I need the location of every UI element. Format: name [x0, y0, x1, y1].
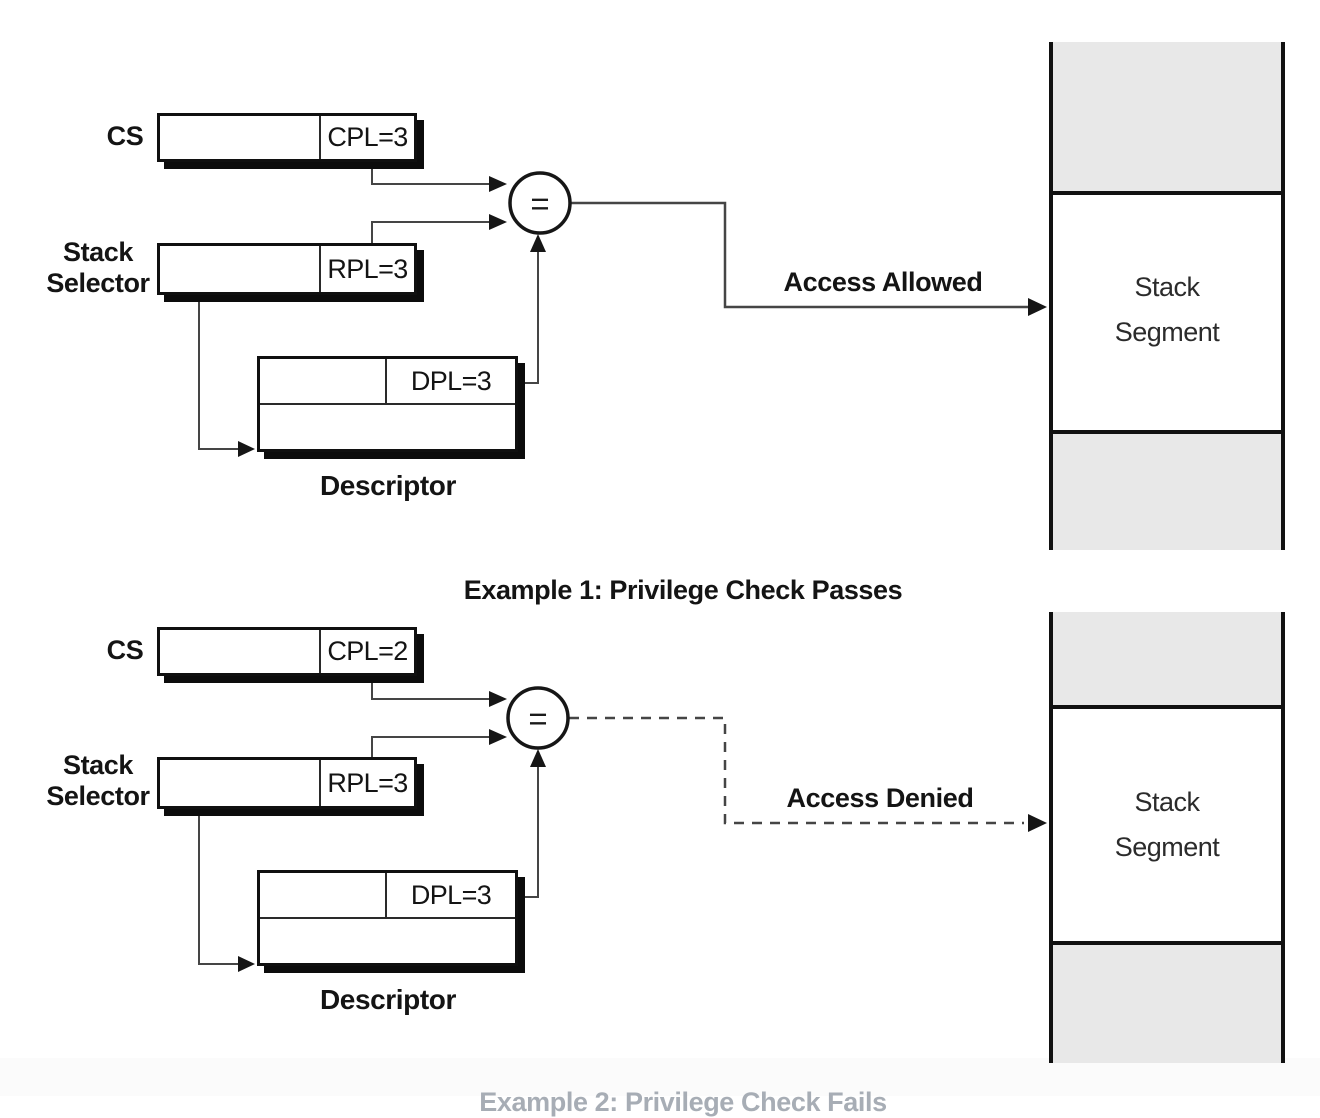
ex1-descriptor-base-cell: [260, 359, 385, 403]
ex1-memory-upper-gray-section: [1053, 42, 1281, 191]
ex1-stack-segment-label-line1: Stack: [1134, 272, 1200, 302]
ex2-cs-register-label: CS: [106, 635, 144, 665]
ex1-dpl-field: DPL=3: [385, 359, 515, 403]
ex2-descriptor-label: Descriptor: [319, 984, 457, 1015]
ex2-stack-selector-box: RPL=3: [157, 757, 417, 809]
ex2-descriptor-box: DPL=3: [257, 870, 518, 966]
ex2-access-denied-arrowhead: [1028, 814, 1047, 832]
ex2-rpl-field: RPL=3: [319, 760, 414, 806]
ex1-selector-to-comparator-line: [371, 221, 490, 245]
ex1-stack-segment-label-line2: Segment: [1114, 317, 1220, 347]
ex1-access-allowed-arrowhead: [1028, 298, 1047, 316]
ex1-stack-selector-box: RPL=3: [157, 243, 417, 295]
ex2-dpl-field: DPL=3: [385, 873, 515, 917]
ex1-comparator-circle: [508, 171, 572, 235]
ex2-descriptor-base-cell: [260, 873, 385, 917]
ex2-descriptor-to-comparator-line: [518, 765, 539, 898]
ex1-memory-column: [1049, 42, 1285, 550]
ex1-memory-lower-gray-section: [1053, 430, 1281, 550]
ex1-descriptor-label: Descriptor: [319, 470, 457, 501]
ex1-cpl-field: CPL=3: [319, 116, 414, 159]
ex1-access-allowed-line: [571, 201, 1029, 309]
ex1-descriptor-entry-arrowhead: [238, 441, 255, 457]
ex1-descriptor-arrowhead: [530, 234, 546, 252]
ex2-descriptor-arrowhead: [530, 749, 546, 767]
ex1-cs-selector-cell: [160, 116, 319, 159]
ex2-cs-to-comparator-line: [371, 678, 490, 700]
ex2-memory-column: [1049, 612, 1285, 1063]
ex1-descriptor-lower-row: [260, 405, 515, 449]
ex2-stack-selector-label-line1: Stack: [62, 750, 134, 780]
ex2-access-denied-dashed-line: [569, 716, 1024, 825]
ex2-selector-arrowhead: [489, 729, 507, 745]
ex2-comparator-circle: [506, 686, 570, 750]
ex1-rpl-field: RPL=3: [319, 246, 414, 292]
ex2-cs-register-box: CPL=2: [157, 627, 417, 676]
ex1-stack-selector-label-line1: Stack: [62, 237, 134, 267]
ex2-stack-segment-label-line1: Stack: [1134, 787, 1200, 817]
ex2-cs-arrowhead: [489, 691, 507, 707]
ex2-access-result-label: Access Denied: [786, 783, 974, 813]
ex1-selector-to-descriptor-line: [198, 297, 238, 450]
figure-caption-example2-clipped: Example 2: Privilege Check Fails: [479, 1087, 887, 1117]
ex2-selector-index-cell: [160, 760, 319, 806]
page-bottom-strip: [0, 1058, 1320, 1096]
figure-caption-example1: Example 1: Privilege Check Passes: [463, 575, 903, 605]
ex2-cpl-field: CPL=2: [319, 630, 414, 673]
ex1-stack-segment-section: [1053, 191, 1281, 430]
ex1-cs-register-box: CPL=3: [157, 113, 417, 162]
ex2-stack-selector-label-line2: Selector: [46, 781, 150, 811]
ex2-stack-segment-label-line2: Segment: [1114, 832, 1220, 862]
ex2-memory-upper-gray-section: [1053, 612, 1281, 705]
ex1-selector-arrowhead: [489, 214, 507, 230]
ex2-equals-symbol: =: [528, 700, 548, 737]
ex1-equals-symbol: =: [530, 185, 550, 222]
ex2-stack-segment-section: [1053, 705, 1281, 941]
ex2-cs-selector-cell: [160, 630, 319, 673]
ex1-stack-selector-label-line2: Selector: [46, 268, 150, 298]
ex2-selector-to-comparator-line: [371, 736, 490, 759]
ex2-descriptor-lower-row: [260, 919, 515, 963]
ex1-selector-index-cell: [160, 246, 319, 292]
ex2-selector-to-descriptor-line: [198, 811, 238, 965]
ex1-descriptor-box: DPL=3: [257, 356, 518, 452]
ex2-descriptor-entry-arrowhead: [238, 956, 255, 972]
ex1-cs-register-label: CS: [106, 121, 144, 151]
ex2-memory-lower-gray-section: [1053, 941, 1281, 1063]
ex1-cs-to-comparator-line: [371, 164, 490, 185]
ex1-access-result-label: Access Allowed: [783, 267, 983, 297]
ex1-cs-arrowhead: [489, 176, 507, 192]
ex1-descriptor-to-comparator-line: [518, 250, 539, 384]
